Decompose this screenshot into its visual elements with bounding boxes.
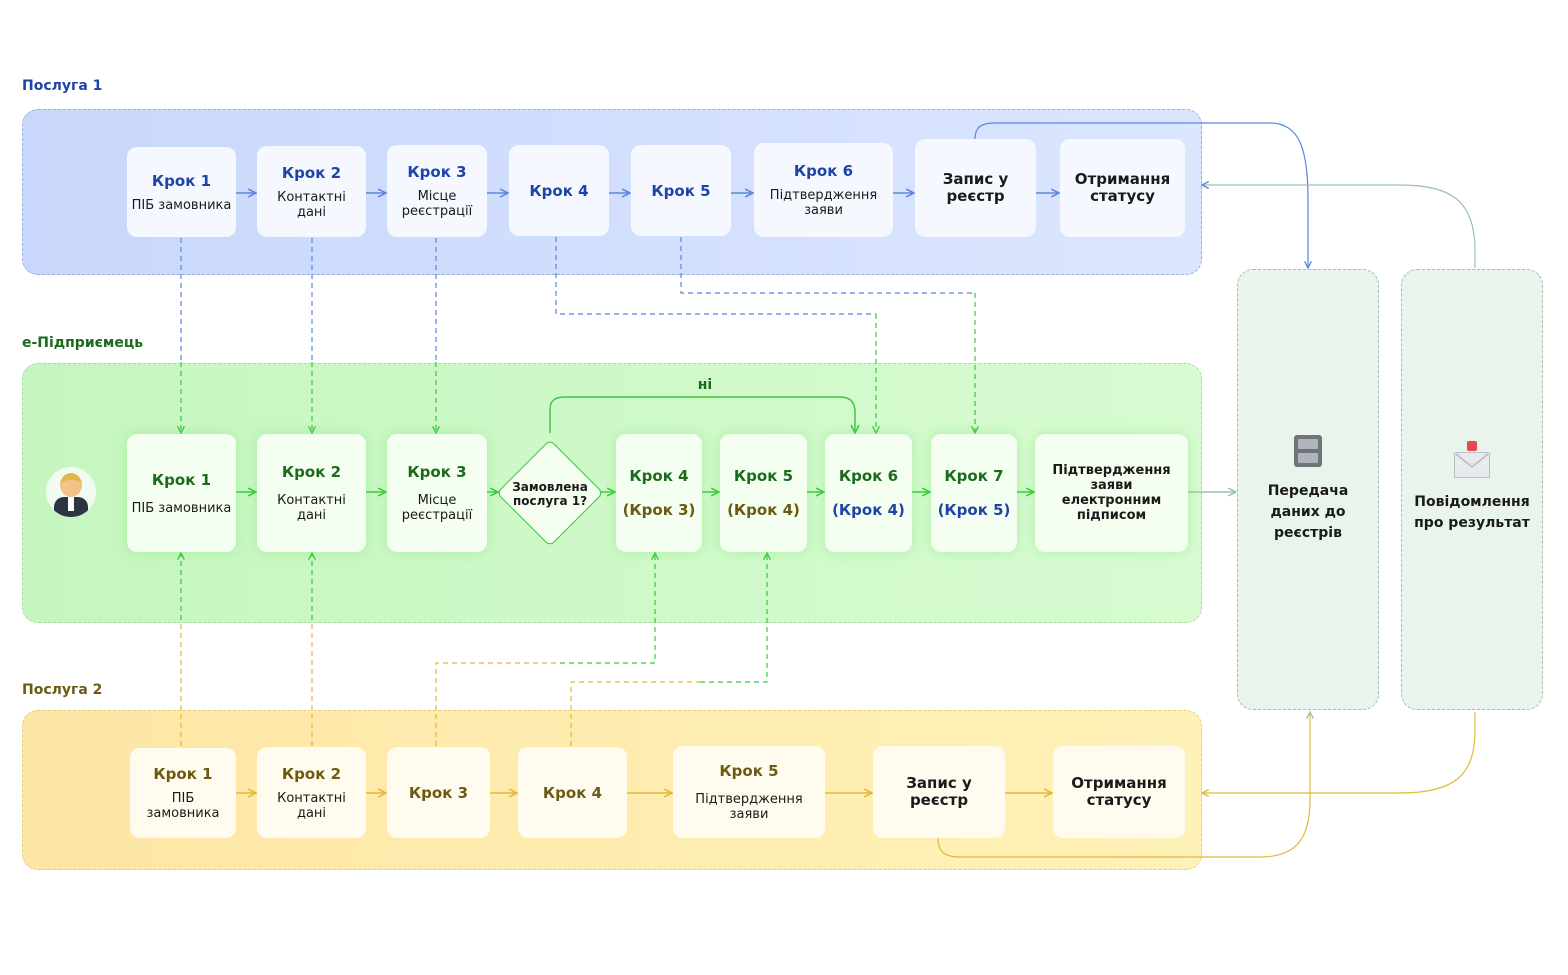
- s1-step-1-desc: ПІБ замовника: [131, 197, 232, 213]
- s1-registry-record-label: Запис у реєстр: [942, 170, 1009, 205]
- s2-get-status-label: Отримання статусу: [1071, 774, 1167, 809]
- s2-step-1-desc: ПІБ замовника: [146, 791, 220, 821]
- decision-no-label: ні: [697, 377, 713, 393]
- s2-step-5: Крок 5 Підтвердження заяви: [673, 746, 825, 838]
- avatar: [46, 467, 96, 517]
- s1-get-status: Отримання статусу: [1060, 139, 1185, 237]
- s1-step-6-desc: Підтвердження заяви: [769, 188, 878, 218]
- s1-step-6-title: Крок 6: [793, 162, 854, 180]
- result-notification-label: Повідомлення про результат: [1414, 493, 1530, 531]
- main-step-1-desc: ПІБ замовника: [131, 500, 232, 516]
- s2-step-5-title: Крок 5: [719, 762, 779, 780]
- main-step-3: Крок 3 Місце реєстрації: [387, 434, 487, 552]
- s2-registry-record-label: Запис у реєстр: [906, 774, 972, 809]
- main-e-signature-label: Підтвердження заяви електронним підписом: [1052, 463, 1171, 523]
- main-step-2-desc: Контактні дані: [277, 493, 346, 523]
- s2-step-4-title: Крок 4: [542, 783, 603, 802]
- main-step-2: Крок 2 Контактні дані: [257, 434, 366, 552]
- registry-transfer-label: Передача даних до реєстрів: [1267, 483, 1349, 541]
- s1-step-1-title: Крок 1: [151, 171, 212, 190]
- decision-text: Замовлена послуга 1?: [512, 480, 588, 508]
- s1-registry-record: Запис у реєстр: [915, 139, 1036, 237]
- s1-step-2: Крок 2 Контактні дані: [257, 146, 366, 237]
- main-step-3-desc: Місце реєстрації: [401, 493, 473, 523]
- s1-step-1: Крок 1 ПІБ замовника: [127, 147, 236, 237]
- s1-step-6: Крок 6 Підтвердження заяви: [754, 143, 893, 237]
- main-step-1-title: Крок 1: [151, 470, 212, 489]
- envelope-icon: [1454, 440, 1490, 478]
- lane-title-service1: Послуга 1: [22, 78, 103, 94]
- s2-step-2: Крок 2 Контактні дані: [257, 747, 366, 838]
- s1-step-3-title: Крок 3: [407, 163, 467, 181]
- main-step-3-title: Крок 3: [407, 463, 467, 481]
- s1-step-3: Крок 3 Місце реєстрації: [387, 145, 487, 237]
- main-step-5: Крок 5 (Крок 4): [720, 434, 807, 552]
- s1-step-2-title: Крок 2: [281, 163, 342, 182]
- main-step-4-alt: (Крок 3): [622, 501, 696, 519]
- s1-step-3-desc: Місце реєстрації: [401, 189, 473, 219]
- s2-step-2-title: Крок 2: [281, 764, 342, 783]
- main-step-7: Крок 7 (Крок 5): [931, 434, 1017, 552]
- registry-transfer-panel: Передача даних до реєстрів: [1237, 269, 1379, 710]
- main-step-1: Крок 1 ПІБ замовника: [127, 434, 236, 552]
- lane-title-service2: Послуга 2: [22, 682, 103, 698]
- file-cabinet-icon: [1294, 435, 1322, 467]
- main-e-signature: Підтвердження заяви електронним підписом: [1035, 434, 1188, 552]
- s2-step-3: Крок 3: [387, 747, 490, 838]
- main-step-6-alt: (Крок 4): [832, 501, 905, 519]
- s1-get-status-label: Отримання статусу: [1074, 170, 1171, 205]
- s1-step-4-title: Крок 4: [529, 181, 589, 200]
- main-step-6: Крок 6 (Крок 4): [825, 434, 912, 552]
- main-step-6-title: Крок 6: [838, 467, 899, 485]
- s1-step-4: Крок 4: [509, 145, 609, 236]
- lane-title-eentrepreneur: е-Підприємець: [22, 335, 144, 351]
- s2-step-4: Крок 4: [518, 747, 627, 838]
- main-step-5-title: Крок 5: [733, 467, 794, 485]
- s1-step-5: Крок 5: [631, 145, 731, 236]
- main-step-7-alt: (Крок 5): [937, 501, 1011, 519]
- s2-registry-record: Запис у реєстр: [873, 746, 1005, 838]
- s2-step-1-title: Крок 1: [153, 765, 213, 783]
- s2-step-2-desc: Контактні дані: [277, 790, 346, 821]
- main-step-4-title: Крок 4: [629, 467, 689, 485]
- main-step-2-title: Крок 2: [281, 463, 342, 481]
- main-step-5-alt: (Крок 4): [727, 501, 800, 519]
- main-step-7-title: Крок 7: [944, 467, 1004, 485]
- s2-step-3-title: Крок 3: [408, 783, 469, 802]
- result-notification-panel: Повідомлення про результат: [1401, 269, 1543, 710]
- main-step-4: Крок 4 (Крок 3): [616, 434, 702, 552]
- s2-get-status: Отримання статусу: [1053, 746, 1185, 838]
- s1-step-5-title: Крок 5: [651, 181, 711, 200]
- s2-step-1: Крок 1 ПІБ замовника: [130, 748, 236, 838]
- s1-step-2-desc: Контактні дані: [277, 189, 346, 220]
- s2-step-5-desc: Підтвердження заяви: [695, 792, 803, 822]
